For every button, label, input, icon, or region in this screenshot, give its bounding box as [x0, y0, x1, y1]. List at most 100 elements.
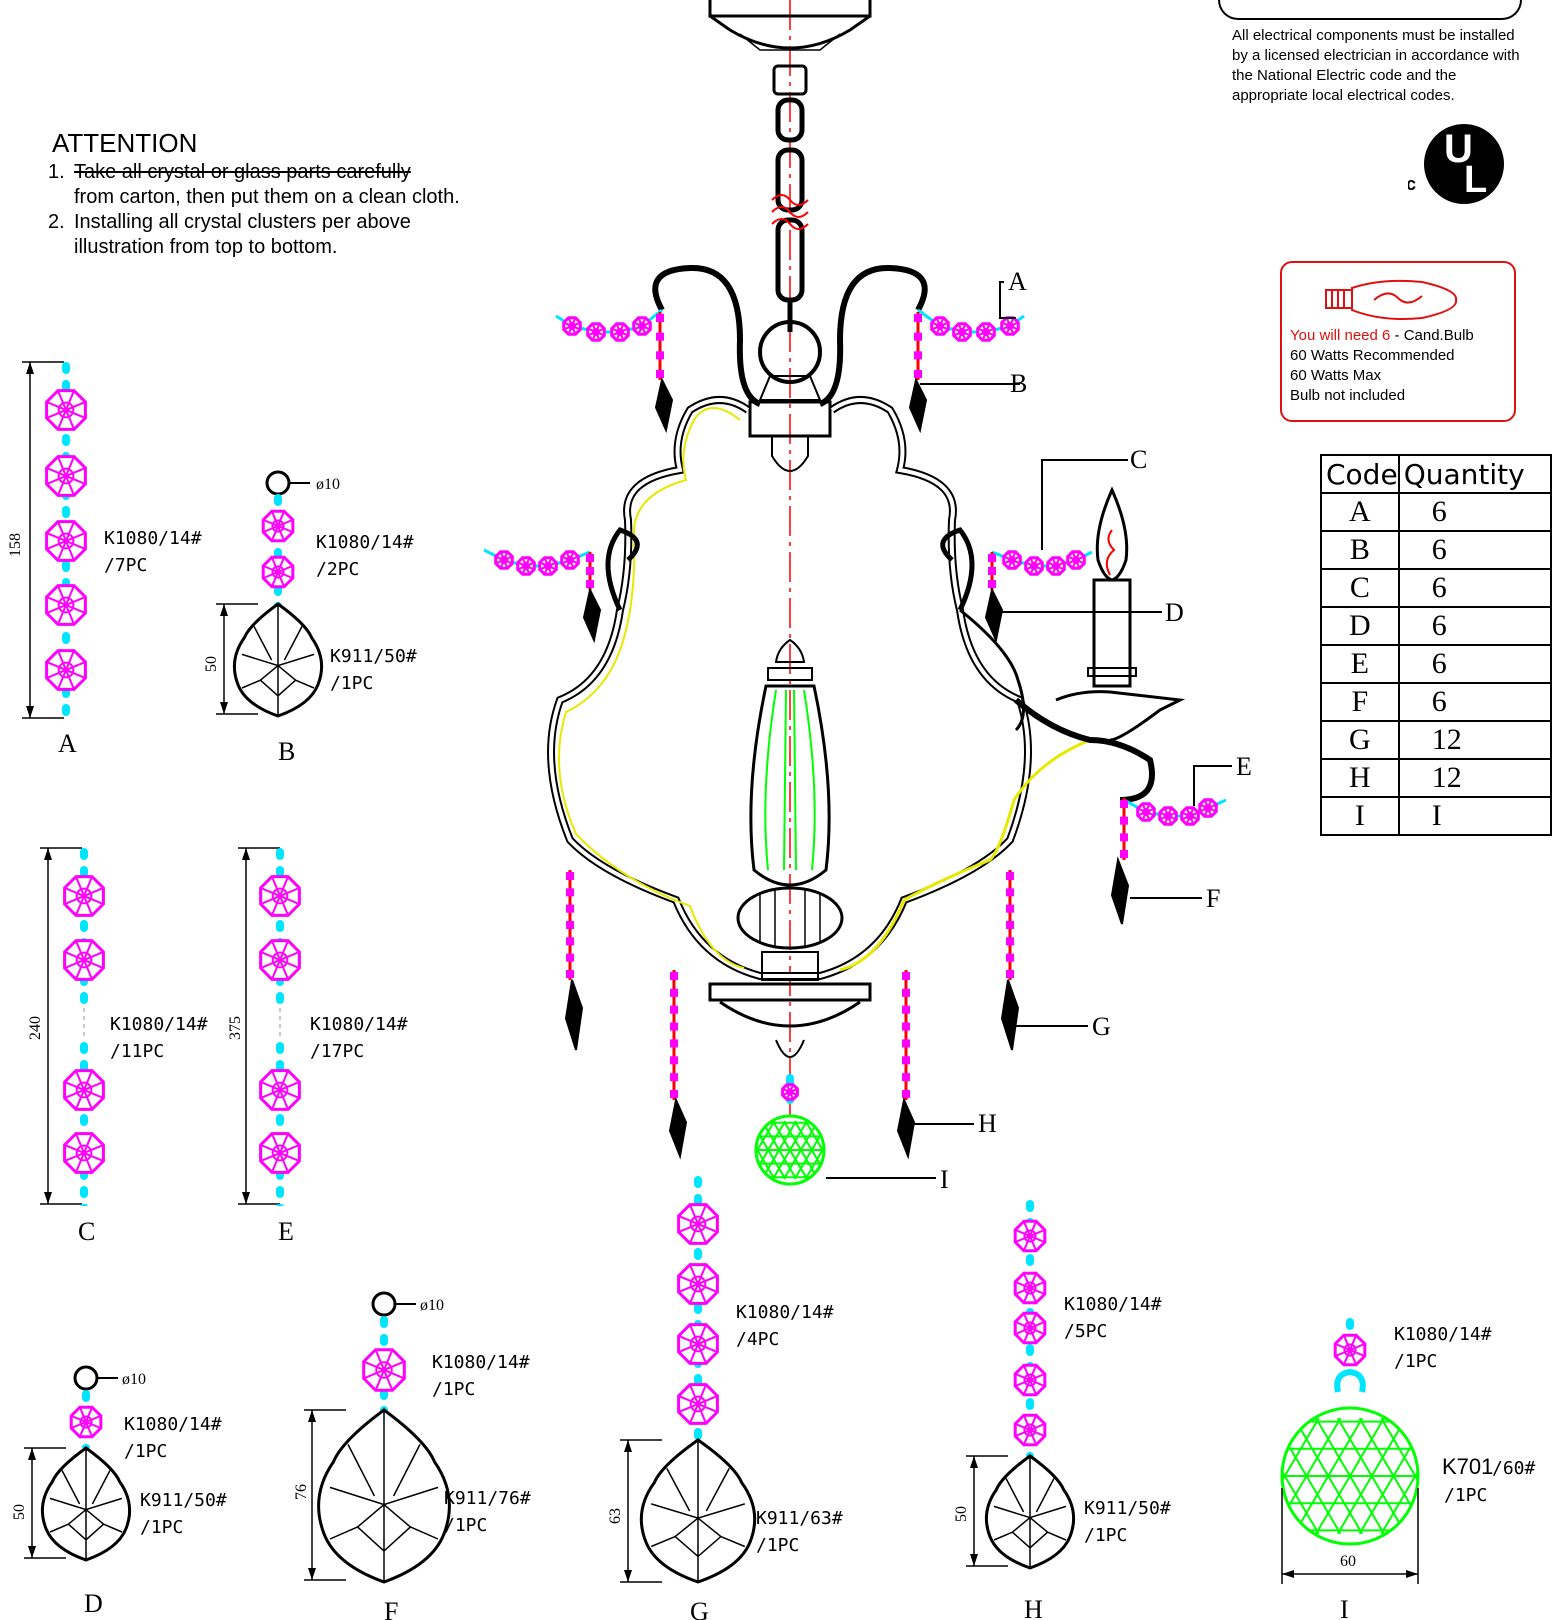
octagon-facet — [637, 317, 647, 335]
octagon-center — [543, 561, 553, 571]
octagon-outline — [677, 1263, 719, 1305]
octagon-facet — [260, 887, 300, 905]
octagon-outline — [1066, 550, 1086, 570]
octagon-facet — [678, 1215, 718, 1233]
chain-link — [694, 1266, 702, 1278]
part-i-qty2: /1PC — [1444, 1485, 1487, 1506]
octagon-facet — [678, 1275, 718, 1293]
dim-e: 375 — [227, 1016, 244, 1040]
stem-collar — [767, 667, 813, 681]
octagon-facet — [1029, 557, 1039, 575]
octagon-crystal-icon — [63, 1069, 105, 1111]
octagon-facet — [1014, 1228, 1046, 1244]
chain-link — [694, 1356, 702, 1368]
canopy-plate — [708, 0, 872, 18]
chain-link — [276, 992, 284, 1004]
strand-bead — [902, 1022, 910, 1031]
octagon-center — [375, 1361, 393, 1379]
drop-crystal-icon — [654, 377, 674, 434]
octagon-facet — [46, 596, 86, 614]
octagon-facet — [678, 1395, 718, 1413]
octagon-facet — [70, 1414, 102, 1430]
octagon-crystal-icon — [586, 322, 606, 342]
chain-link — [62, 686, 70, 698]
swag-chain — [483, 548, 591, 568]
dimension-arrows — [28, 1448, 36, 1558]
octagon-facet — [262, 518, 294, 534]
octagon-center — [521, 561, 531, 571]
pendalogue-crystal-icon — [984, 1454, 1076, 1570]
part-f-qty2: /1PC — [444, 1515, 487, 1536]
octagon-crystal-icon — [1013, 1363, 1047, 1397]
octagon-facet — [499, 551, 509, 569]
octagon-facet — [1022, 1220, 1038, 1252]
strand-bead — [670, 1022, 678, 1031]
octagon-crystal-icon — [1013, 1413, 1047, 1447]
attention-title: ATTENTION — [52, 128, 198, 158]
octagon-crystal-icon — [952, 322, 972, 342]
octagon-facet — [1141, 803, 1151, 821]
octagon-facet — [1022, 1414, 1038, 1446]
chain-link — [274, 584, 282, 596]
chain-link — [380, 1316, 388, 1328]
bulb-need-count: You will need 6 — [1290, 327, 1391, 344]
part-e-qty: /17PC — [310, 1041, 364, 1062]
chain-link — [694, 1176, 702, 1188]
code-cell: G — [1320, 720, 1400, 760]
octagon-facet — [1137, 807, 1155, 817]
octagon-facet — [689, 1324, 707, 1364]
stem-bulb — [736, 886, 844, 950]
chain-link — [274, 530, 282, 542]
chain-link — [1026, 1416, 1034, 1428]
chain-link — [1026, 1434, 1034, 1446]
strand-bead — [1120, 800, 1128, 808]
octagon-facet — [75, 876, 93, 916]
octagon-facet — [1022, 1272, 1038, 1304]
octagon-facet — [1022, 1414, 1038, 1446]
octagon-crystal-icon — [261, 509, 295, 543]
octagon-crystal-icon — [1066, 550, 1086, 570]
octagon-center — [567, 321, 577, 331]
octagon-crystal-icon — [259, 875, 301, 917]
octagon-outline — [1013, 1219, 1047, 1253]
chain-link — [1026, 1344, 1034, 1356]
octagon-facet — [1067, 555, 1085, 565]
chain-link — [80, 1186, 88, 1198]
octagon-facet — [953, 327, 971, 337]
strand-bead — [566, 888, 574, 897]
pendalogue-outline — [317, 1408, 451, 1584]
octagon-facet — [46, 467, 86, 485]
chain-link — [80, 1060, 88, 1072]
ul-c-text: c — [1408, 174, 1416, 194]
bulb-not-included: Bulb not included — [1290, 387, 1406, 404]
octagon-facet — [1022, 1220, 1038, 1252]
octagon-center — [1023, 1373, 1037, 1387]
part-e-code: K1080/14# — [310, 1014, 408, 1035]
octagon-facet — [561, 555, 579, 565]
octagon-facet — [689, 1204, 707, 1244]
octagon-crystal-icon — [63, 1132, 105, 1174]
octagon-facet — [57, 585, 75, 625]
drop-crystal-icon — [896, 1096, 916, 1160]
octagon-crystal-icon — [1333, 1333, 1367, 1367]
callout-d-label: D — [1165, 598, 1184, 627]
dim-f: 76 — [293, 1484, 310, 1500]
chain-link — [276, 902, 284, 914]
octagon-facet — [517, 561, 535, 571]
attention-item-2-number: 2. — [48, 211, 65, 233]
hole-b: ø10 — [316, 476, 340, 493]
strand-bead — [566, 937, 574, 946]
pendalogue-outline — [40, 1446, 132, 1562]
chain-link — [276, 1168, 284, 1180]
octagon-facet — [64, 1081, 104, 1099]
ul-l-text: L — [1464, 159, 1487, 201]
chain-link — [1026, 1326, 1034, 1338]
chain-link — [694, 1374, 702, 1386]
octagon-center — [75, 1081, 93, 1099]
part-b-letter: B — [278, 737, 295, 766]
octagon-facet — [64, 887, 104, 905]
chain-link — [276, 1150, 284, 1162]
callout-c-label: C — [1130, 445, 1147, 474]
